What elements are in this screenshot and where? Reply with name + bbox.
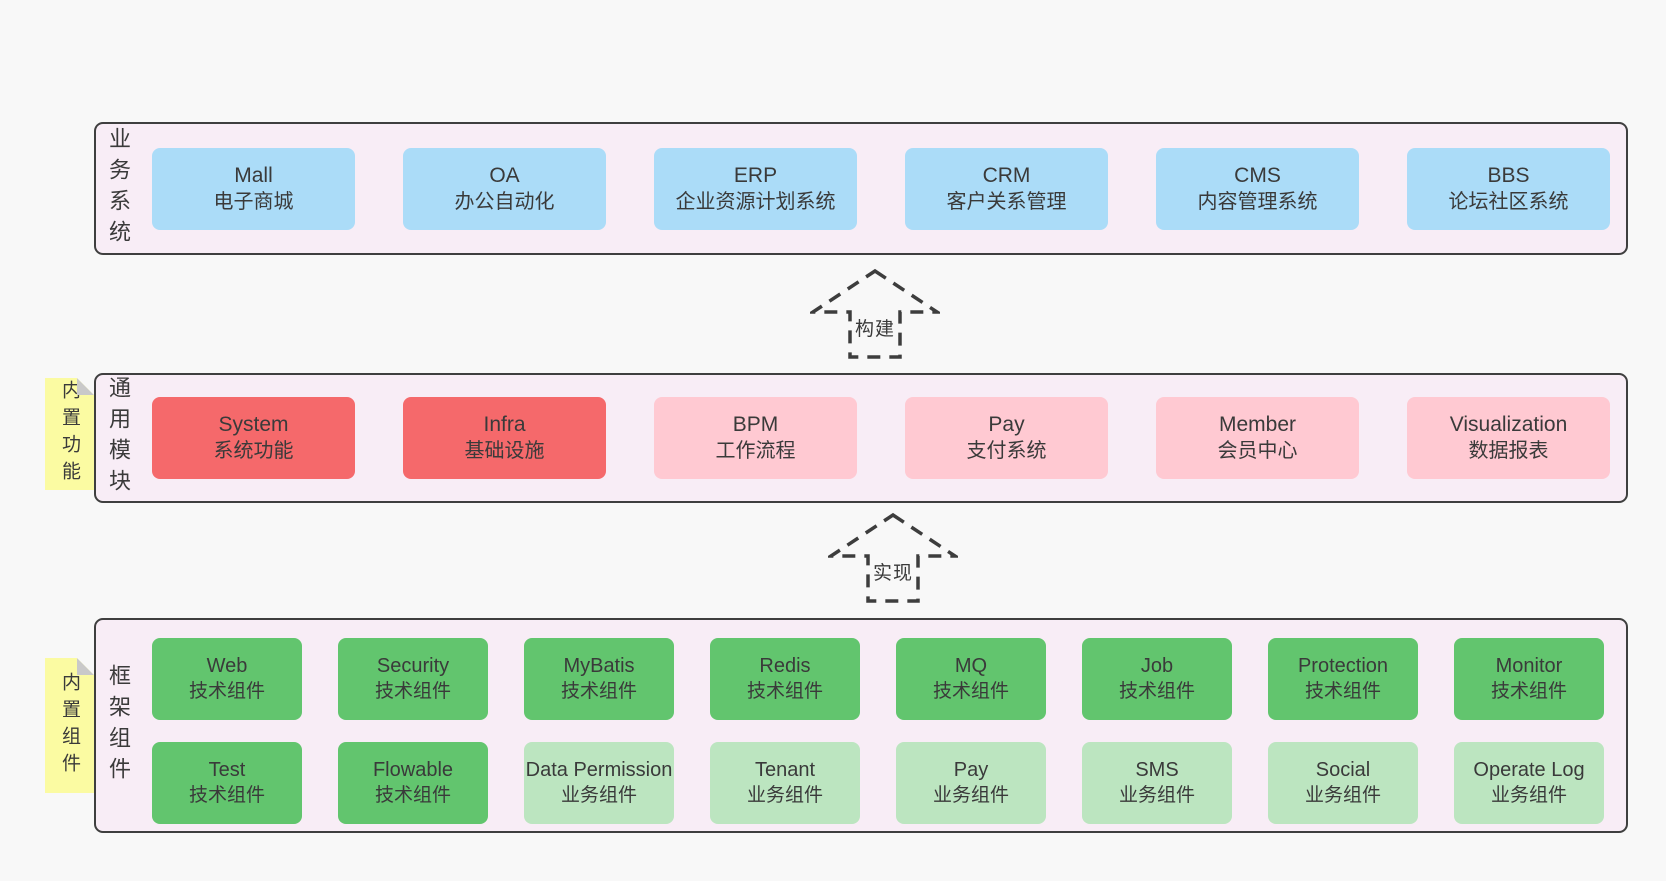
- components-rows: Web 技术组件 Security 技术组件 MyBatis 技术组件 Redi…: [96, 620, 1626, 824]
- box-bbs: BBS 论坛社区系统: [1407, 147, 1610, 230]
- modules-layer-label: 通用模块: [106, 376, 131, 500]
- implement-arrow-label: 实现: [870, 558, 916, 585]
- business-systems-layer: 业务系统 Mall 电子商城 OA 办公自动化 ERP 企业资源计划系统 CRM…: [94, 122, 1628, 255]
- box-tenant: Tenant 业务组件: [710, 742, 860, 824]
- box-mq: MQ 技术组件: [896, 638, 1046, 720]
- box-test: Test 技术组件: [152, 742, 302, 824]
- box-oa: OA 办公自动化: [403, 147, 606, 230]
- builtin-components-note: 内置组件: [45, 658, 94, 793]
- modules-box-row: System 系统功能 Infra 基础设施 BPM 工作流程 Pay 支付系统…: [152, 397, 1610, 479]
- box-member: Member 会员中心: [1156, 397, 1359, 479]
- framework-components-layer: 框架组件 Web 技术组件 Security 技术组件 MyBatis 技术组件…: [94, 618, 1628, 833]
- folded-corner-icon: [77, 378, 94, 395]
- components-row-2: Test 技术组件 Flowable 技术组件 Data Permission …: [152, 742, 1626, 824]
- box-operate-log: Operate Log 业务组件: [1454, 742, 1604, 824]
- box-redis: Redis 技术组件: [710, 638, 860, 720]
- common-modules-layer: 通用模块 System 系统功能 Infra 基础设施 BPM 工作流程 Pay…: [94, 373, 1628, 503]
- builtin-features-note: 内置功能: [45, 378, 94, 490]
- up-arrow-icon: [810, 268, 940, 359]
- box-cms: CMS 内容管理系统: [1156, 147, 1359, 230]
- box-mybatis: MyBatis 技术组件: [524, 638, 674, 720]
- box-pay-component: Pay 业务组件: [896, 742, 1046, 824]
- folded-corner-icon: [77, 658, 94, 675]
- box-web: Web 技术组件: [152, 638, 302, 720]
- box-crm: CRM 客户关系管理: [905, 147, 1108, 230]
- build-arrow-label: 构建: [852, 314, 898, 341]
- box-monitor: Monitor 技术组件: [1454, 638, 1604, 720]
- box-erp: ERP 企业资源计划系统: [654, 147, 857, 230]
- build-arrow: 构建: [810, 268, 940, 360]
- box-mall: Mall 电子商城: [152, 147, 355, 230]
- box-pay-module: Pay 支付系统: [905, 397, 1108, 479]
- box-job: Job 技术组件: [1082, 638, 1232, 720]
- box-system: System 系统功能: [152, 397, 355, 479]
- box-flowable: Flowable 技术组件: [338, 742, 488, 824]
- business-box-row: Mall 电子商城 OA 办公自动化 ERP 企业资源计划系统 CRM 客户关系…: [152, 147, 1610, 230]
- business-layer-label: 业务系统: [106, 126, 131, 251]
- up-arrow-icon: [828, 512, 958, 603]
- box-data-permission: Data Permission 业务组件: [524, 742, 674, 824]
- box-security: Security 技术组件: [338, 638, 488, 720]
- box-visualization: Visualization 数据报表: [1407, 397, 1610, 479]
- implement-arrow: 实现: [828, 512, 958, 604]
- components-row-1: Web 技术组件 Security 技术组件 MyBatis 技术组件 Redi…: [152, 638, 1626, 720]
- box-social: Social 业务组件: [1268, 742, 1418, 824]
- box-protection: Protection 技术组件: [1268, 638, 1418, 720]
- box-infra: Infra 基础设施: [403, 397, 606, 479]
- box-sms: SMS 业务组件: [1082, 742, 1232, 824]
- components-layer-label: 框架组件: [106, 663, 131, 788]
- box-bpm: BPM 工作流程: [654, 397, 857, 479]
